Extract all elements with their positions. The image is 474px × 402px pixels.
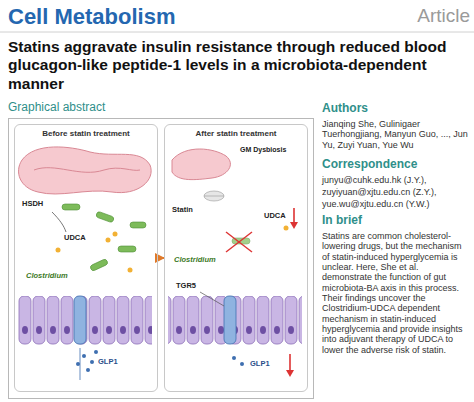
email: yue.wu@xjtu.edu.cn (Y.W.) [322,199,472,209]
email: zuyiyuan@xjtu.edu.cn (Z.Y.), [322,187,472,197]
section-heading: Authors [322,102,470,116]
panel-title: After statin treatment [169,129,303,138]
abstract-frame [8,118,314,399]
receptor-label: TGR5 [176,282,216,291]
bacteria-label: Clostridium [26,272,86,281]
email: junyu@cuhk.edu.hk (J.Y.), [322,175,472,185]
bacteria-label: Clostridium [174,256,234,265]
condition-panel: Before statin treatment [14,124,158,392]
hormone-label: GLP1 [250,360,290,369]
hormone-label: GLP1 [98,358,138,367]
drug-label: Statin [172,206,212,215]
article-type: Article [400,5,470,27]
condition-panel: After statin treatment [164,124,308,392]
summary-text: Statins are common cholesterol-lowering … [322,231,470,355]
section-heading: In brief [322,214,470,228]
section-heading: Correspondence [322,158,470,172]
panel-title: Before statin treatment [19,129,153,138]
abstract-panel: Before statin treatment After statin trea… [8,100,314,399]
journal-name: Cell Metabolism [8,4,228,29]
bile-acid-label: UDCA [64,234,104,243]
panel-heading: Graphical abstract [8,100,105,114]
author-list: Jianqing She, Gulinigaer Tuerhongjiang, … [322,119,470,150]
enzyme-label: HSDH [22,200,62,209]
bile-acid-label: UDCA [264,212,294,221]
condition-label: GM Dysbiosis [240,146,302,154]
article-title: Statins aggravate insulin resistance thr… [8,38,468,93]
